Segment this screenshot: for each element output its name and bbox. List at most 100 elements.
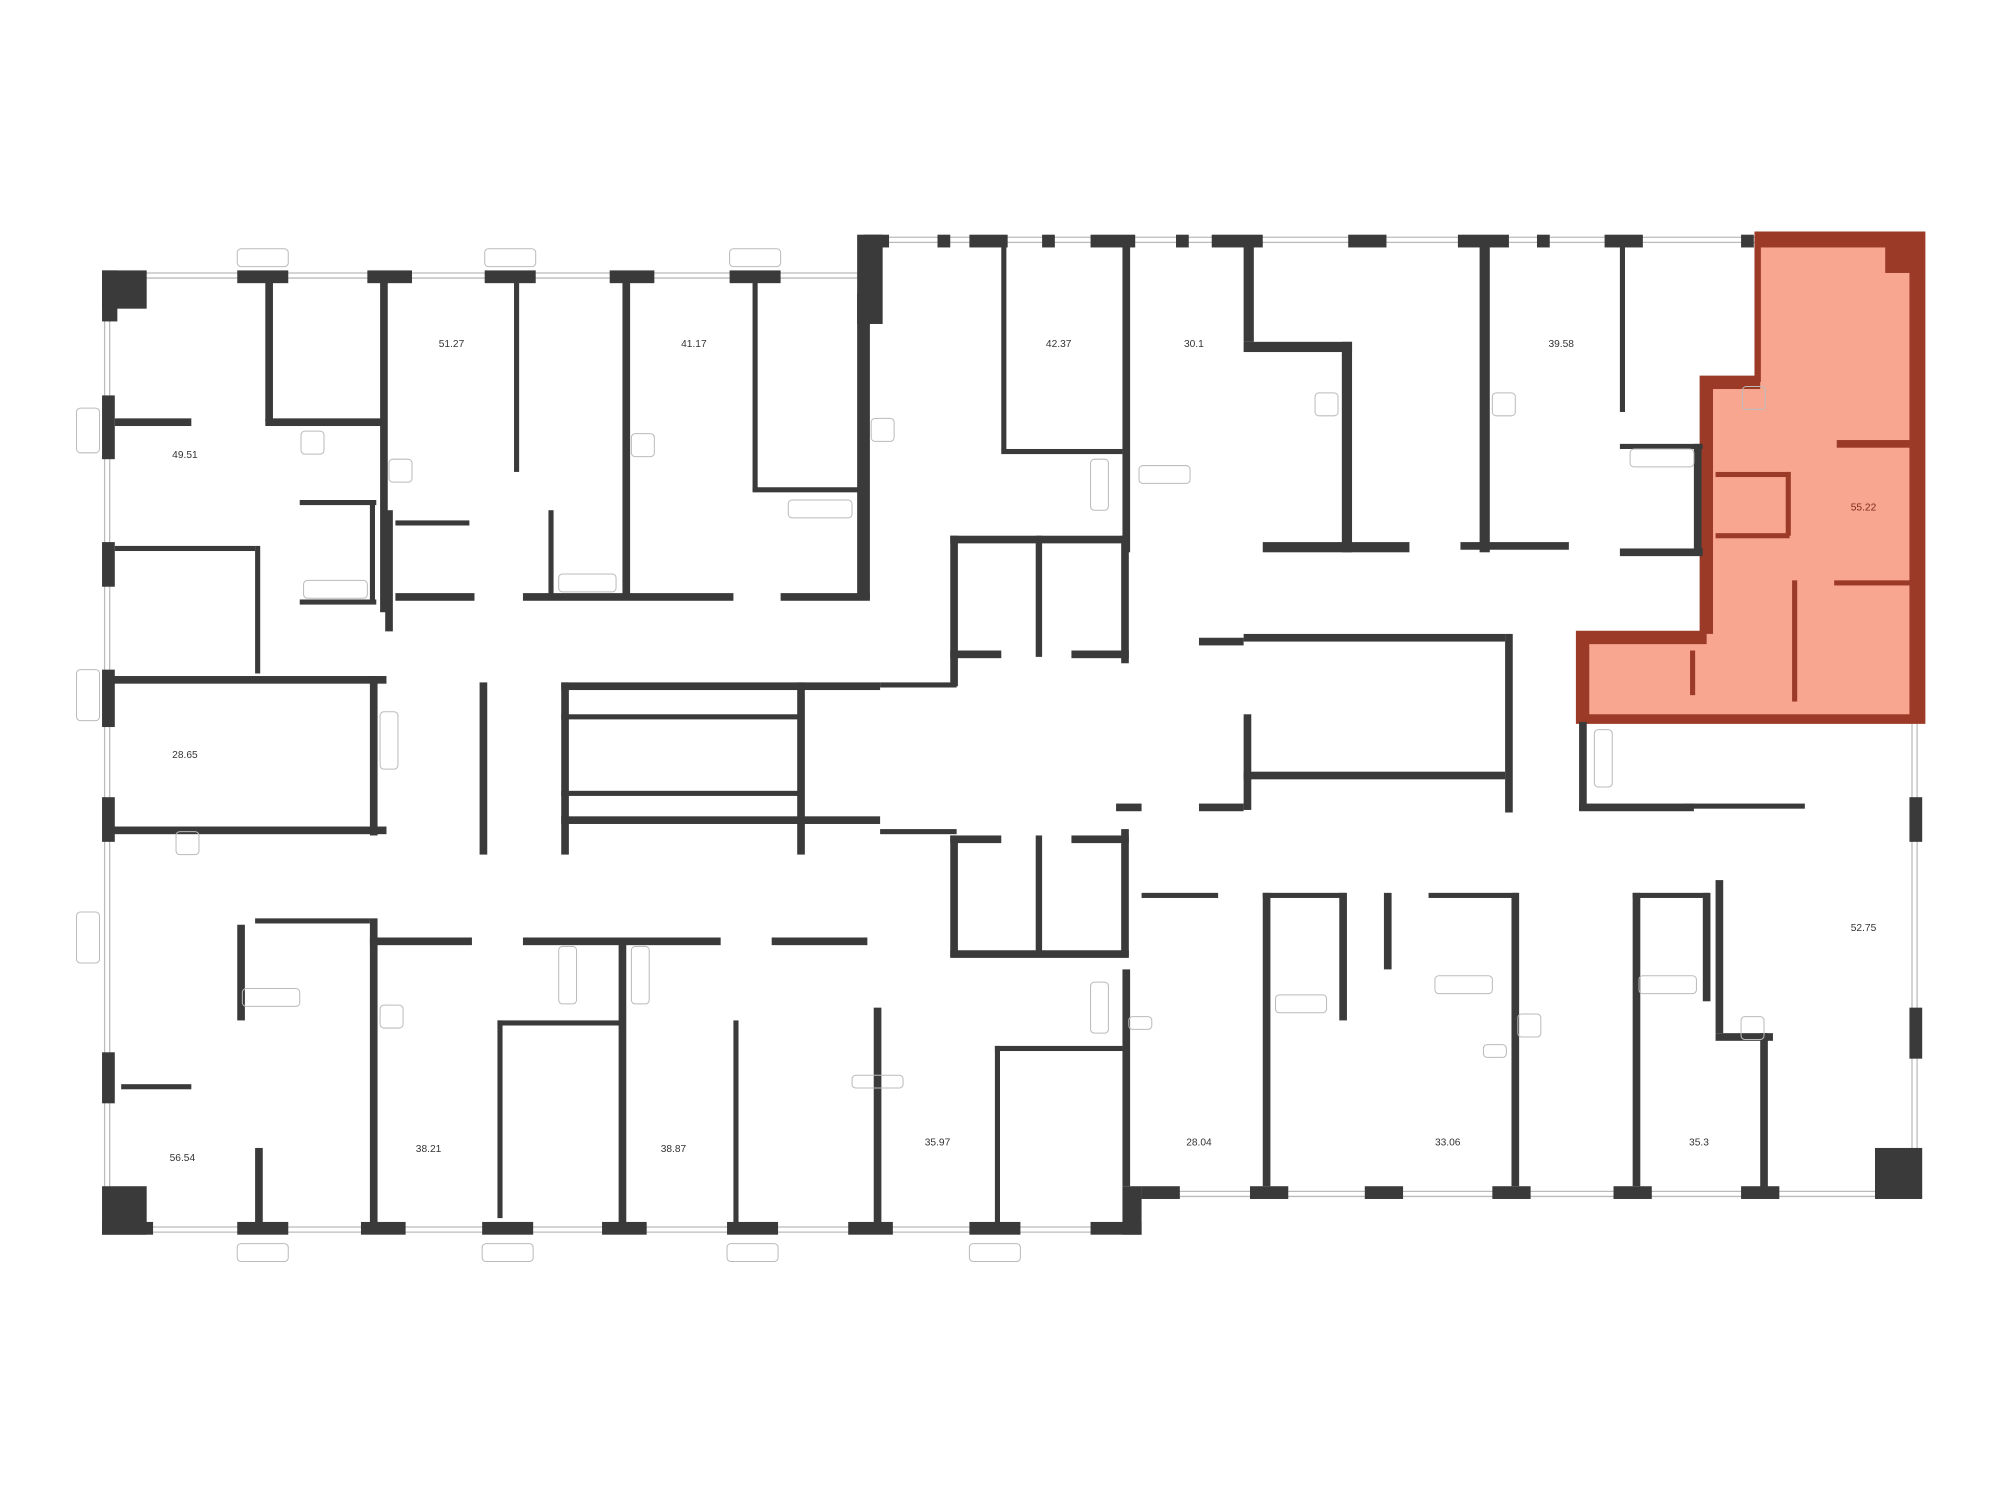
apartment-area-label[interactable]: 41.17 bbox=[681, 339, 707, 350]
wall bbox=[102, 669, 115, 728]
wall bbox=[1364, 1186, 1404, 1199]
fixture-icon bbox=[300, 430, 325, 455]
wall bbox=[102, 1052, 115, 1104]
wall bbox=[1579, 803, 1694, 812]
wall bbox=[863, 234, 890, 248]
wall bbox=[497, 1020, 503, 1219]
wall bbox=[255, 918, 370, 924]
apartment-area-label[interactable]: 35.3 bbox=[1689, 1138, 1709, 1149]
fixture-icon bbox=[729, 248, 782, 268]
apartment-area-label[interactable]: 33.06 bbox=[1435, 1138, 1461, 1149]
apartment-area-label[interactable]: 49.51 bbox=[172, 450, 198, 461]
wall bbox=[1071, 835, 1129, 844]
wall bbox=[780, 593, 870, 601]
wall bbox=[121, 1084, 192, 1090]
wall bbox=[497, 1020, 625, 1026]
wall bbox=[1511, 892, 1520, 1187]
wall bbox=[1741, 234, 1754, 248]
wall bbox=[1243, 246, 1254, 342]
highlight-wall bbox=[1579, 633, 1590, 721]
fixture-icon bbox=[968, 1243, 1021, 1262]
fixtures bbox=[76, 248, 1766, 1262]
wall bbox=[1715, 1033, 1773, 1041]
fixture-icon bbox=[1741, 385, 1766, 410]
wall bbox=[848, 1221, 893, 1235]
apartment-area-label[interactable]: 42.37 bbox=[1046, 339, 1072, 350]
fixture-icon bbox=[1275, 994, 1328, 1014]
wall bbox=[367, 270, 412, 284]
wall bbox=[950, 650, 1002, 659]
wall bbox=[1090, 234, 1136, 248]
wall bbox=[1211, 234, 1263, 248]
wall bbox=[1198, 637, 1244, 646]
wall bbox=[1492, 1186, 1531, 1199]
highlight-wall bbox=[1785, 471, 1791, 536]
apartment-area-label[interactable]: 56.54 bbox=[170, 1153, 196, 1164]
apartment-area-label[interactable]: 52.75 bbox=[1851, 923, 1877, 934]
wall bbox=[1243, 633, 1506, 642]
wall bbox=[369, 937, 472, 946]
fixture-icon bbox=[851, 1074, 904, 1089]
highlight-wall bbox=[1690, 650, 1696, 696]
wall bbox=[1071, 650, 1129, 659]
wall bbox=[1001, 448, 1123, 455]
wall bbox=[114, 545, 256, 552]
apartment-area-label[interactable]: 38.87 bbox=[661, 1144, 687, 1155]
fixture-icon bbox=[481, 1243, 534, 1262]
wall bbox=[265, 418, 387, 427]
wall bbox=[1001, 246, 1007, 451]
wall bbox=[299, 599, 377, 605]
wall bbox=[994, 1045, 1000, 1225]
wall bbox=[797, 682, 805, 855]
wall bbox=[752, 487, 861, 493]
wall bbox=[609, 270, 655, 284]
wall bbox=[950, 835, 1002, 844]
apartment-area-label[interactable]: 35.97 bbox=[925, 1138, 951, 1149]
wall bbox=[522, 593, 734, 601]
wall bbox=[548, 510, 554, 597]
apartment-area-label[interactable]: 28.04 bbox=[1186, 1138, 1212, 1149]
wall bbox=[1457, 234, 1509, 248]
fixture-icon bbox=[1090, 458, 1109, 511]
wall bbox=[1243, 771, 1506, 780]
wall bbox=[561, 682, 569, 855]
selected-apartment-55-22-highlight[interactable] bbox=[1575, 231, 1926, 724]
fixture-icon bbox=[1593, 729, 1613, 788]
fixture-icon bbox=[76, 407, 100, 454]
wall bbox=[729, 270, 781, 284]
apartment-area-label[interactable]: 30.1 bbox=[1184, 339, 1204, 350]
fixture-icon bbox=[484, 248, 537, 268]
wall bbox=[237, 1221, 289, 1235]
wall bbox=[1460, 542, 1569, 550]
wall bbox=[1122, 246, 1131, 553]
wall bbox=[395, 520, 470, 526]
apartment-area-label[interactable]: 39.58 bbox=[1548, 339, 1574, 350]
wall bbox=[622, 280, 631, 600]
apartment-area-label[interactable]: 51.27 bbox=[439, 339, 465, 350]
wall bbox=[1632, 892, 1641, 1187]
wall bbox=[1198, 803, 1244, 812]
wall bbox=[484, 270, 536, 284]
wall bbox=[1760, 1033, 1768, 1193]
wall bbox=[369, 500, 375, 603]
wall bbox=[880, 682, 957, 688]
wall bbox=[479, 682, 488, 855]
fixture-icon bbox=[787, 499, 853, 519]
wall bbox=[1348, 234, 1387, 248]
wall bbox=[369, 676, 378, 836]
wall bbox=[102, 395, 115, 460]
apartment-area-label-selected[interactable]: 55.22 bbox=[1851, 502, 1877, 513]
wall bbox=[561, 682, 881, 691]
highlight-wall bbox=[1909, 234, 1923, 721]
wall bbox=[733, 1020, 739, 1225]
wall bbox=[1428, 892, 1518, 898]
fixture-icon bbox=[175, 831, 200, 856]
wall bbox=[102, 542, 115, 587]
apartment-area-label[interactable]: 38.21 bbox=[416, 1144, 442, 1155]
fixture-icon bbox=[379, 711, 399, 770]
highlight-wall bbox=[1836, 440, 1914, 448]
highlight-wall bbox=[1579, 714, 1923, 722]
wall bbox=[1632, 892, 1710, 898]
apartment-area-label[interactable]: 28.65 bbox=[172, 750, 198, 761]
